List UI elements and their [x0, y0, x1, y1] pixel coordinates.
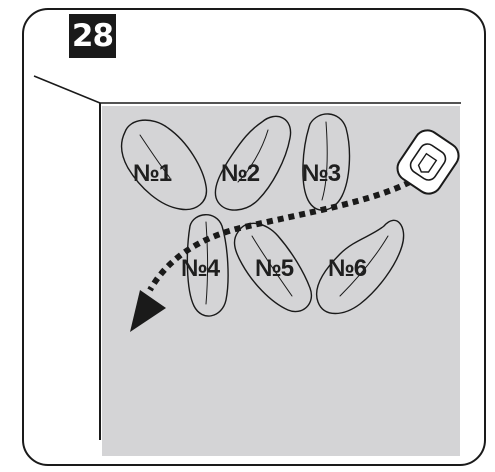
piece-2-detail	[237, 129, 269, 183]
piece-5-shape	[233, 222, 313, 313]
step-number-badge: 28	[69, 14, 116, 58]
nozzle-tool-icon	[396, 129, 460, 195]
piece-1-shape	[120, 119, 208, 211]
piece-5-detail	[251, 235, 293, 297]
piece-label-5: №5	[255, 255, 294, 282]
piece-4-detail	[205, 221, 208, 305]
piece-6-shape	[315, 219, 405, 315]
arrowhead-icon	[130, 290, 166, 332]
wall-edge-line	[33, 75, 101, 104]
piece-label-6: №6	[328, 255, 367, 282]
movement-path	[147, 179, 412, 292]
step-frame	[22, 8, 486, 466]
piece-label-3: №3	[302, 160, 341, 187]
piece-1-detail	[139, 134, 171, 179]
piece-6-detail	[339, 235, 389, 297]
piece-3-shape	[302, 113, 351, 211]
piece-3-detail	[321, 121, 328, 201]
piece-label-4: №4	[181, 255, 221, 282]
piece-label-1: №1	[133, 160, 172, 187]
piece-label-2: №2	[221, 160, 260, 187]
